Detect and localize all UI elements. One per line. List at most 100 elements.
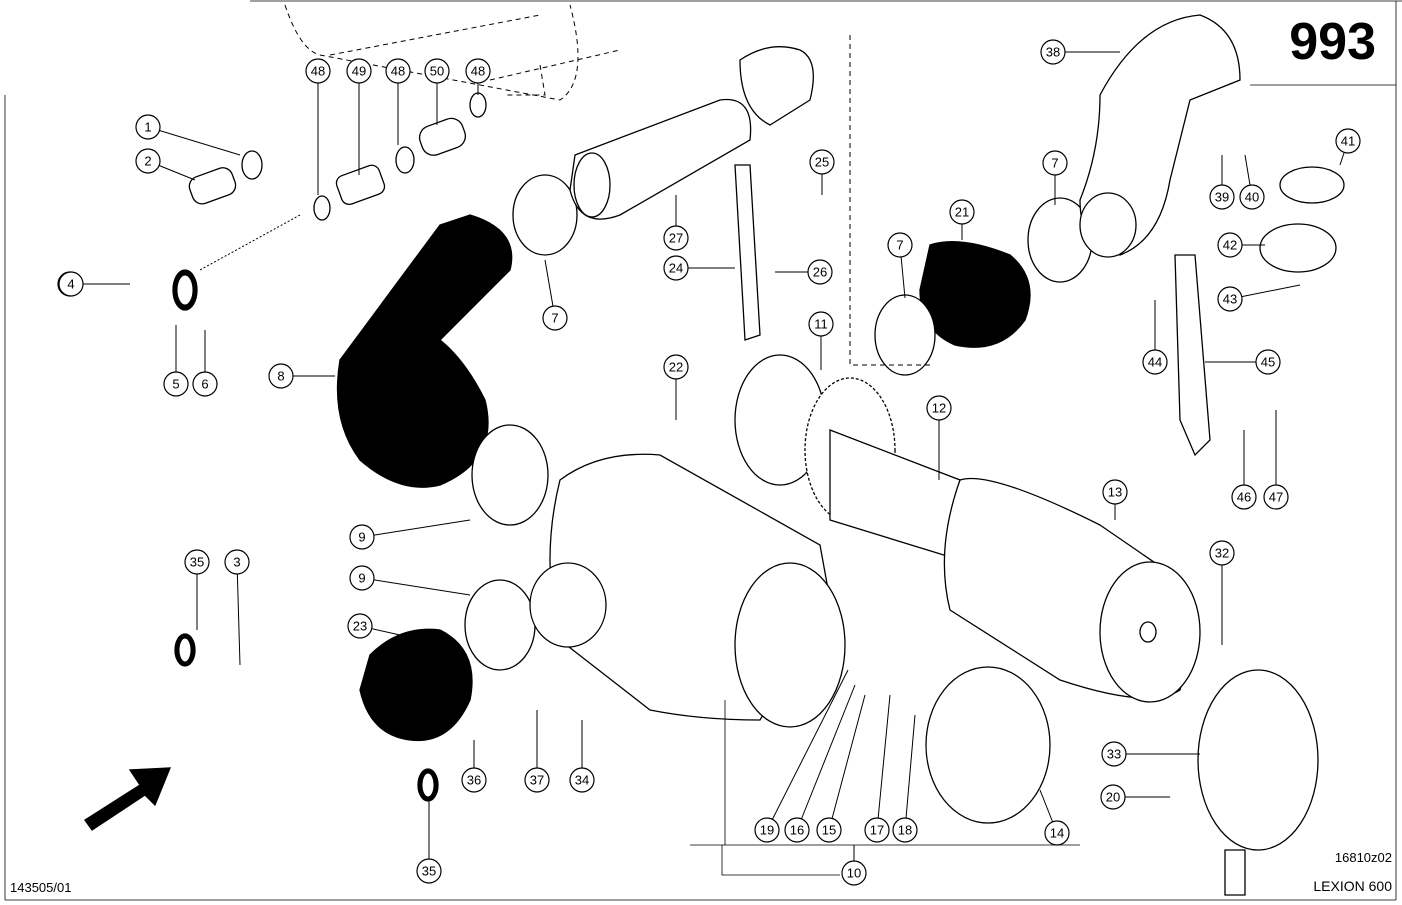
callout-circle [1217, 286, 1243, 312]
callout-circle [1209, 184, 1235, 210]
callout-24: 24 [663, 255, 735, 281]
callout-18: 18 [892, 714, 918, 843]
callout-number: 41 [1341, 134, 1355, 149]
callout-number: 35 [422, 864, 436, 879]
callout-number: 17 [870, 823, 884, 838]
callout-circle [887, 232, 913, 258]
callout-number: 16 [790, 823, 804, 838]
connector-49 [335, 164, 386, 206]
callout-circle [58, 271, 84, 297]
callout-circle [461, 767, 487, 793]
callout-number: 27 [669, 231, 683, 246]
callout-17: 17 [864, 694, 891, 843]
callout-48: 48 [465, 58, 491, 95]
callout-41: 41 [1335, 128, 1361, 166]
pipe-27-upper [739, 46, 814, 126]
callout-number: 46 [1237, 490, 1251, 505]
callout-circle [346, 58, 372, 84]
callout-35: 35 [416, 800, 442, 884]
callout-leader [828, 694, 866, 831]
pipe-38-outlet [1079, 192, 1137, 258]
callout-number: 24 [669, 261, 683, 276]
callout-leader [904, 714, 916, 831]
callout-number: 26 [813, 265, 827, 280]
callout-circle [224, 549, 250, 575]
callout-circle [569, 767, 595, 793]
callout-2: 2 [135, 148, 196, 181]
clamp-7a [512, 174, 578, 256]
callout-number: 36 [467, 773, 481, 788]
callout-circle [1239, 184, 1265, 210]
callout-circle [841, 860, 867, 886]
callout-circle [184, 549, 210, 575]
callout-number: 9 [358, 571, 365, 586]
callout-circle [305, 58, 331, 84]
drawing-number: 143505/01 [10, 880, 72, 895]
callout-circle [135, 148, 161, 174]
callout-circle [542, 305, 568, 331]
callout-circle [1209, 540, 1235, 566]
pipe-clamp-upper-inner [176, 274, 194, 306]
clamp-48c [469, 92, 487, 118]
callout-40: 40 [1239, 154, 1265, 210]
bracket-24 [734, 164, 761, 341]
clamp-7b [874, 294, 936, 376]
pre-cleaner-pipe-fill [12, 207, 698, 848]
callout-number: 1 [144, 120, 151, 135]
pipe-27 [569, 98, 752, 220]
callout-8: 8 [268, 363, 335, 389]
callout-circle [949, 199, 975, 225]
callout-number: 6 [201, 377, 208, 392]
callout-number: 19 [760, 823, 774, 838]
cover-14 [925, 666, 1051, 824]
callout-number: 15 [822, 823, 836, 838]
callout-number: 18 [898, 823, 912, 838]
callout-circle [349, 565, 375, 591]
housing-inlet [529, 562, 607, 648]
callout-5: 5 [163, 325, 189, 397]
callout-circle [465, 58, 491, 84]
callout-number: 11 [814, 317, 828, 332]
callout-leader [796, 684, 856, 831]
callout-number: 48 [311, 64, 325, 79]
callout-number: 37 [530, 773, 544, 788]
callout-circle [807, 259, 833, 285]
callout-circle [663, 225, 689, 251]
callout-15: 15 [816, 694, 866, 843]
callout-number: 7 [1051, 156, 1058, 171]
callout-circle [268, 363, 294, 389]
callout-22: 22 [663, 354, 689, 420]
callout-6: 6 [192, 330, 218, 397]
hose-piece-2 [188, 167, 237, 205]
callout-circle [754, 817, 780, 843]
callout-circle [416, 858, 442, 884]
clamp-42 [1259, 223, 1337, 273]
callout-circle [663, 255, 689, 281]
callout-circle [926, 395, 952, 421]
callout-circle [347, 613, 373, 639]
callout-48: 48 [305, 58, 331, 195]
callout-circle [809, 149, 835, 175]
hose-50 [418, 117, 467, 156]
callout-circle [524, 767, 550, 793]
callout-number: 23 [353, 619, 367, 634]
callout-circle [163, 371, 189, 397]
callout-43: 43 [1217, 284, 1301, 312]
callout-4: 4 [58, 271, 130, 297]
page-number: 993 [1289, 13, 1376, 71]
callout-23: 23 [347, 613, 401, 639]
bracket-45 [1174, 254, 1211, 457]
callout-number: 39 [1215, 190, 1229, 205]
callout-1: 1 [135, 114, 241, 156]
callout-7: 7 [887, 232, 913, 299]
callout-33: 33 [1101, 741, 1200, 767]
callout-number: 48 [391, 64, 405, 79]
callout-42: 42 [1217, 232, 1265, 258]
callout-47: 47 [1263, 410, 1289, 510]
callout-16: 16 [784, 684, 856, 843]
callout-circle [135, 114, 161, 140]
callout-number: 7 [896, 238, 903, 253]
callout-9: 9 [349, 519, 471, 550]
figure-code: 16810z02 [1334, 850, 1392, 865]
